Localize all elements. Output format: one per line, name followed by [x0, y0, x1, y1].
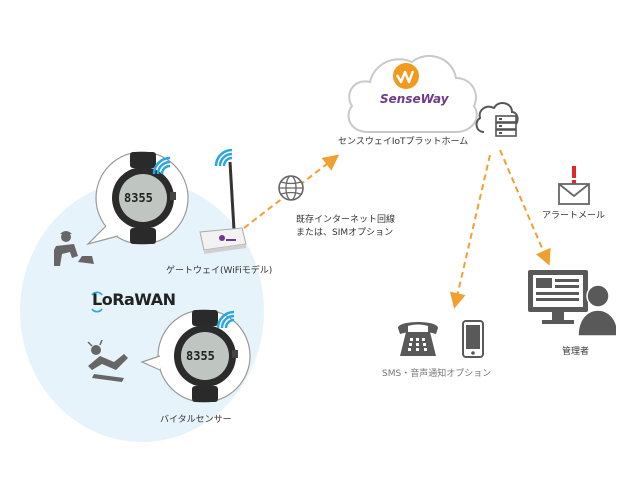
worker-icon	[54, 231, 94, 266]
vital-sensor-label: バイタルセンサー	[160, 415, 232, 425]
cloud-icon	[347, 54, 478, 133]
arrow-cloud-to-admin	[499, 149, 551, 266]
smartphone-icon	[462, 320, 484, 358]
wifi-icon-watch-top	[152, 156, 171, 175]
watch-bubble-bottom	[140, 309, 251, 403]
telephone-icon	[398, 322, 438, 356]
cloud-server-icon	[475, 102, 519, 137]
watch-bottom-time: 8355	[186, 349, 215, 363]
gateway-device-icon	[199, 161, 247, 254]
wifi-icon-watch-bottom	[216, 310, 235, 329]
internet-line-2: または、SIMオプション	[296, 228, 394, 238]
watch-bubble-top	[85, 151, 189, 246]
gateway-label: ゲートウェイ(WiFiモデル)	[166, 266, 273, 276]
arrow-cloud-to-notify	[449, 154, 491, 309]
admin-label: 管理者	[562, 347, 590, 357]
globe-icon	[278, 175, 304, 201]
admin-pc-icon	[528, 270, 616, 337]
lorawan-signal-icon-bottom	[91, 308, 103, 313]
watch-top-time: 8355	[124, 191, 153, 205]
senseway-brand: SenseWay	[380, 92, 449, 106]
senseway-logo-icon	[393, 63, 419, 89]
cloud-platform-label: センスウェイIoTプラットホーム	[338, 137, 469, 147]
lorawan-logo: LoRaWAN	[92, 290, 176, 309]
lorawan-signal-icon	[91, 291, 103, 296]
alert-mail-label: アラートメール	[542, 211, 606, 221]
notify-label: SMS・音声通知オプション	[382, 369, 492, 379]
wifi-icon-gateway	[214, 148, 233, 167]
fall-accident-icon	[87, 340, 128, 382]
internet-line-1: 既存インターネット回線	[296, 215, 396, 225]
alert-mail-icon	[558, 166, 590, 205]
